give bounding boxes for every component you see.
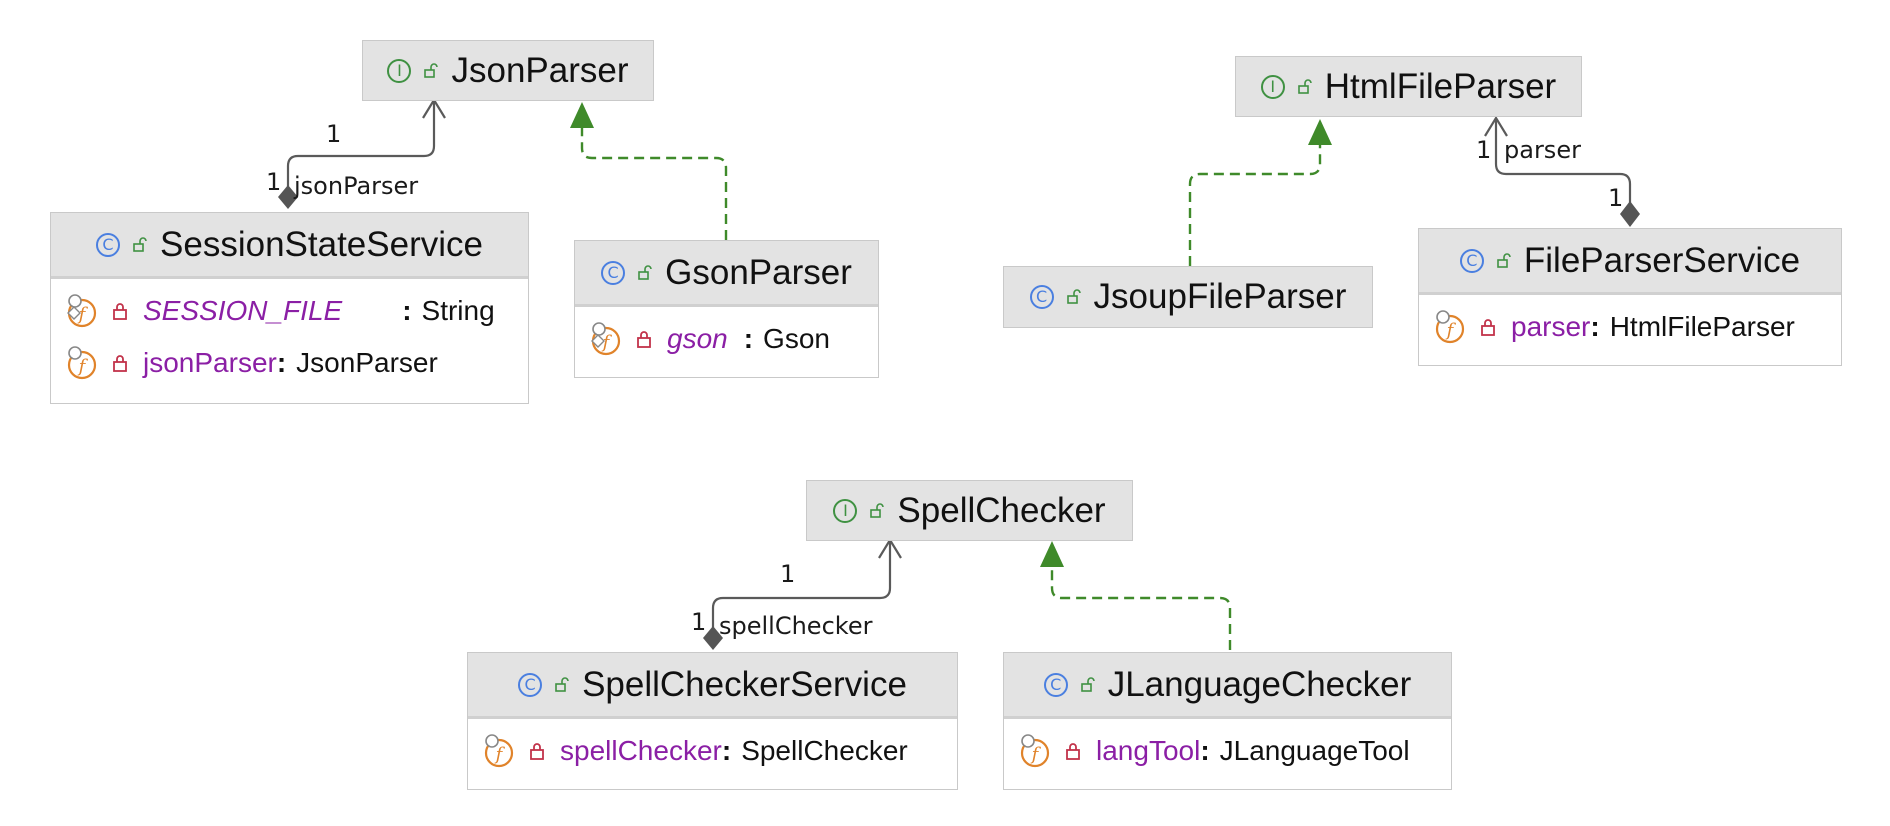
field-name: spellChecker [560,735,722,766]
class-node-fileparserservice[interactable]: C FileParserService f parser : HtmlFileP… [1418,228,1842,366]
private-lock-icon [1066,743,1080,760]
node-title: SpellCheckerService [582,664,907,704]
target-multiplicity: 1 [1476,136,1491,164]
interface-node-spellchecker[interactable]: I SpellChecker [806,480,1133,541]
class-node-spellcheckerservice[interactable]: C SpellCheckerService f spellChecker : S… [467,652,958,790]
field-row[interactable]: f jsonParser : JsonParser [63,337,528,389]
realization-jlanguage-to-spellchecker [1040,541,1232,650]
association-fileparserservice-to-htmlfileparser: 1 parser 1 [1476,115,1640,227]
public-visibility-icon [1297,78,1312,94]
static-field-icon: f [587,321,625,357]
class-node-gsonparser[interactable]: C GsonParser f gson : Gson [574,240,879,378]
node-title: FileParserService [1523,240,1801,280]
class-node-sessionstateservice[interactable]: C SessionStateService f SESSION_FILE : S… [50,212,529,404]
class-badge-icon: C [1043,672,1068,697]
field-icon: f [1431,309,1469,345]
association-spellservice-to-spellchecker: 1 1 spellChecker [691,537,902,650]
node-title: JsonParser [451,50,629,90]
field-icon: f [1016,733,1054,769]
node-title: JsoupFileParser [1093,277,1347,316]
field-row[interactable]: f langTool : JLanguageTool [1016,725,1451,777]
source-multiplicity: 1 [266,168,281,196]
target-multiplicity: 1 [326,120,341,148]
public-visibility-icon [870,502,885,518]
field-row[interactable]: f SESSION_FILE : String [63,285,528,337]
realization-jsoup-to-htmlfileparser [1188,119,1332,266]
type-separator: : [1200,735,1210,766]
type-separator: : [1590,311,1600,342]
node-title: HtmlFileParser [1324,66,1557,106]
static-field-icon: f [63,293,101,329]
private-lock-icon [530,743,544,760]
class-badge-icon: C [518,672,543,697]
node-title: SpellChecker [897,490,1106,530]
field-type: JLanguageTool [1219,735,1410,766]
field-icon: f [480,733,518,769]
source-multiplicity: 1 [691,608,706,636]
public-visibility-icon [1497,252,1511,268]
target-multiplicity: 1 [780,560,795,588]
field-name: langTool [1096,735,1201,766]
field-name: SESSION_FILE [143,295,343,326]
interface-badge-icon: I [833,498,858,523]
public-visibility-icon [1080,676,1095,692]
field-name: gson [667,323,728,354]
public-visibility-icon [1066,289,1081,304]
field-type: Gson [763,323,830,354]
field-type: SpellChecker [741,735,908,766]
field-name: parser [1511,311,1591,342]
interface-node-htmlfileparser[interactable]: I HtmlFileParser [1235,56,1582,117]
public-visibility-icon [638,264,652,280]
interface-badge-icon: I [387,58,412,83]
role-label: parser [1504,136,1581,164]
interface-node-jsonparser[interactable]: I JsonParser [362,40,654,101]
type-separator: : [743,323,754,354]
public-visibility-icon [424,62,439,78]
field-icon: f [63,345,101,381]
interface-badge-icon: I [1260,74,1285,99]
field-type: JsonParser [296,347,438,378]
field-row[interactable]: f spellChecker : SpellChecker [480,725,957,777]
field-name: jsonParser [143,347,277,378]
field-row[interactable]: f parser : HtmlFileParser [1431,301,1841,353]
class-badge-icon: C [96,232,121,257]
association-session-to-jsonparser: 1 1 jsonParser [266,97,446,209]
type-separator: : [276,347,287,378]
role-label: spellChecker [719,612,873,640]
realization-gson-to-jsonparser [570,102,728,240]
type-separator: : [402,295,412,326]
private-lock-icon [113,355,127,372]
private-lock-icon [637,331,651,348]
private-lock-icon [113,303,127,320]
node-title: JLanguageChecker [1107,664,1412,704]
class-badge-icon: C [1029,285,1054,309]
public-visibility-icon [133,236,147,252]
class-node-jsoupfileparser[interactable]: C JsoupFileParser [1003,266,1373,328]
field-type: String [421,295,495,326]
public-visibility-icon [555,676,569,692]
node-title: GsonParser [665,252,852,292]
type-separator: : [721,735,732,766]
class-badge-icon: C [1459,248,1484,273]
source-multiplicity: 1 [1608,184,1623,212]
class-node-jlanguagechecker[interactable]: C JLanguageChecker f langTool : JLanguag… [1003,652,1452,790]
private-lock-icon [1481,319,1495,336]
node-title: SessionStateService [160,224,483,264]
class-badge-icon: C [601,260,626,285]
field-type: HtmlFileParser [1609,311,1795,342]
role-label: jsonParser [293,172,418,200]
field-row[interactable]: f gson : Gson [587,313,878,365]
